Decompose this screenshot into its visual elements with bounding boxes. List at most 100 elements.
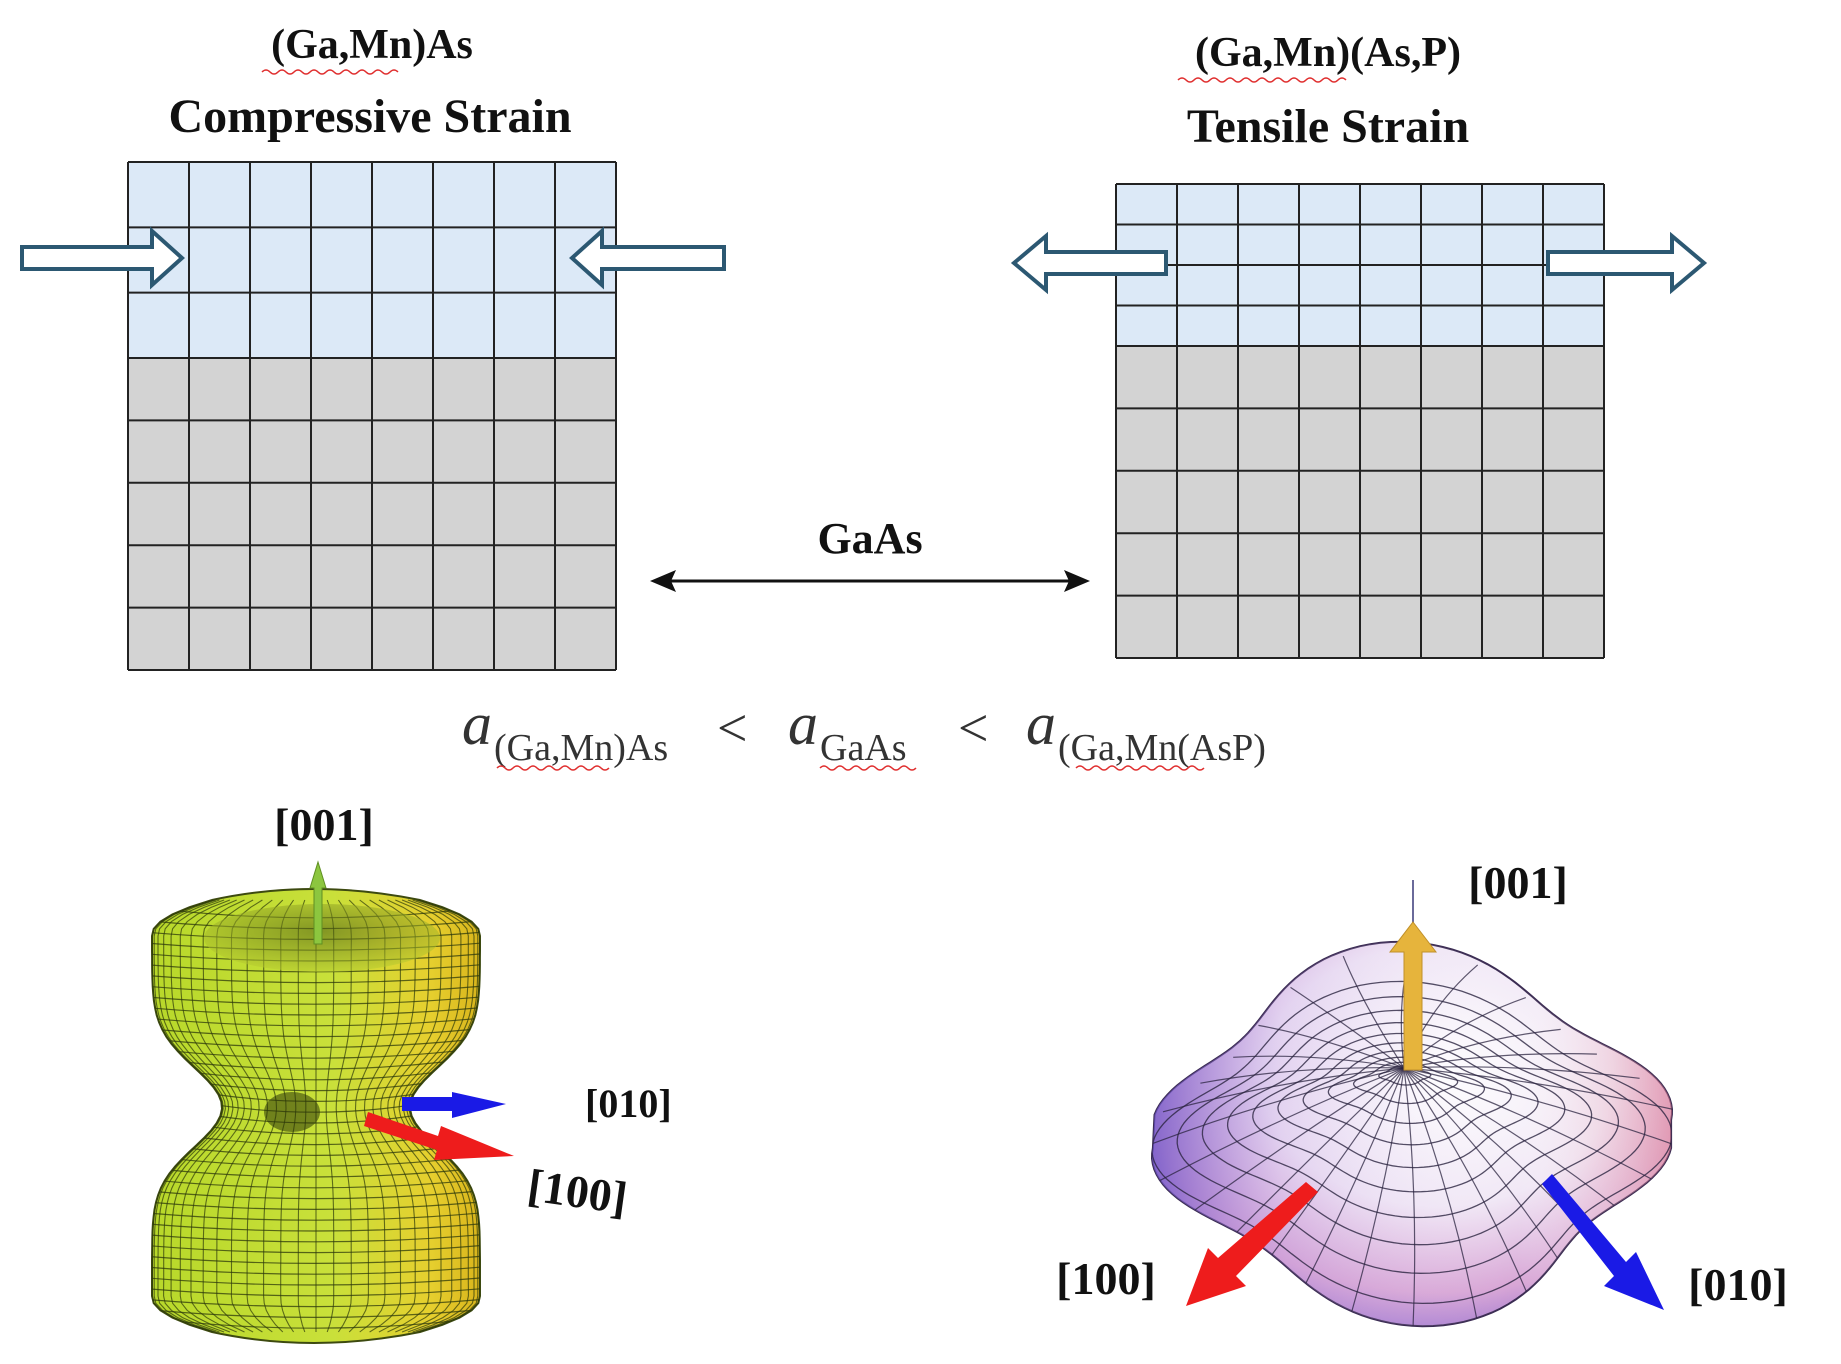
right-mesh-radial: [1403, 1066, 1640, 1079]
right-mesh-radial: [1403, 1067, 1672, 1111]
left-mesh-meridian: [216, 899, 260, 1333]
right-mesh-radial: [1403, 1067, 1662, 1185]
left-mesh-latitude: [152, 975, 480, 984]
right-mesh-radial: [1162, 1067, 1405, 1113]
left-mesh-meridian: [325, 899, 335, 1333]
left-mesh-meridian: [202, 899, 252, 1333]
right-z-axis-arrow: [1388, 921, 1438, 1071]
right-y-axis-label: [010]: [1688, 1259, 1788, 1310]
left-x-axis-arrow: [364, 1112, 514, 1160]
right-material-underline: [1177, 77, 1347, 83]
left-mesh-latitude: [152, 1212, 479, 1221]
relation-term2-sub: GaAs: [820, 727, 907, 769]
right-title: (Ga,Mn)(As,P) Tensile Strain: [1177, 30, 1469, 153]
left-mesh-latitude: [152, 1245, 480, 1254]
left-mesh-latitude: [164, 1039, 464, 1048]
left-y-axis-arrow: [402, 1092, 506, 1118]
left-surface-mesh: [152, 899, 480, 1333]
right-mesh-radial: [1297, 1067, 1405, 1299]
right-mesh-radial: [1403, 1067, 1535, 1309]
right-anisotropy-surface: [1150, 940, 1674, 1328]
right-z-axis-label: [001]: [1468, 857, 1568, 908]
left-mesh-latitude: [152, 1234, 480, 1243]
left-compressive-arrows: [20, 226, 726, 290]
left-mesh-meridian: [190, 899, 245, 1333]
relation-term1-sub: (Ga,Mn)As: [494, 727, 668, 769]
double-arrow-head-left: [650, 570, 676, 592]
left-mesh-meridian: [406, 899, 475, 1333]
left-mesh-meridian: [345, 899, 369, 1333]
right-mesh-radial: [1152, 1067, 1405, 1187]
right-mesh-radial: [1342, 955, 1405, 1069]
right-mesh-radial: [1258, 1024, 1405, 1069]
right-mesh-ring: [1352, 1061, 1459, 1105]
left-mesh-latitude: [195, 1072, 433, 1081]
left-title: (Ga,Mn)As Compressive Strain: [168, 22, 571, 143]
left-mesh-meridian: [387, 899, 442, 1333]
right-mesh-ring: [1176, 995, 1646, 1274]
left-mesh-latitude: [152, 1288, 480, 1297]
left-mesh-meridian: [170, 899, 234, 1333]
relation-op1: <: [717, 698, 747, 758]
right-y-axis-arrow: [1542, 1174, 1664, 1310]
double-arrow-head-right: [1064, 570, 1090, 592]
right-mesh-radial: [1262, 1067, 1405, 1267]
right-mesh-radial: [1403, 1067, 1567, 1271]
right-mesh-radial: [1403, 1053, 1597, 1069]
left-mesh-meridian: [408, 899, 479, 1333]
left-mesh-latitude: [152, 1266, 480, 1275]
left-z-axis-label: [001]: [274, 799, 374, 850]
left-mesh-latitude: [188, 1147, 440, 1156]
left-mesh-meridian: [163, 899, 230, 1333]
right-mesh-radial: [1226, 1067, 1405, 1243]
left-mesh-latitude: [206, 1083, 422, 1092]
left-axis-arrows: [001] [010] [100]: [274, 799, 671, 1224]
relation-op2: <: [958, 698, 988, 758]
compress-arrow-right: [20, 226, 185, 290]
right-mesh-ring: [1226, 1021, 1593, 1219]
right-surface-mesh: [1152, 947, 1672, 1327]
left-mesh-meridian: [402, 899, 469, 1333]
relation-term2-symbol: a: [788, 691, 818, 757]
compress-arrow-left: [569, 226, 726, 290]
gaas-label: GaAs: [817, 514, 922, 563]
right-mesh-radial: [1403, 1067, 1482, 1327]
right-mesh-ring: [1277, 1042, 1539, 1169]
left-material-label: (Ga,Mn)As: [271, 22, 473, 68]
left-mesh-meridian: [354, 899, 386, 1333]
left-strain-label: Compressive Strain: [168, 90, 571, 143]
right-mesh-radial: [1345, 1067, 1405, 1327]
left-mesh-latitude: [152, 996, 479, 1005]
right-mesh-radial: [1184, 1067, 1405, 1219]
right-mesh-ring: [1302, 1050, 1512, 1146]
left-mesh-latitude: [152, 1255, 480, 1264]
left-mesh-latitude: [168, 1169, 460, 1178]
right-mesh-radial: [1403, 1067, 1672, 1149]
right-x-axis-label: [100]: [1056, 1253, 1156, 1304]
left-mesh-latitude: [152, 1223, 480, 1232]
right-mesh-radial: [1200, 1067, 1405, 1084]
left-mesh-latitude: [152, 1277, 480, 1286]
right-lattice-grid: [1115, 183, 1605, 659]
left-z-axis-arrow: [309, 860, 327, 945]
relation-term1-underline: [496, 765, 610, 771]
tensile-arrow-right: [1546, 231, 1708, 295]
left-anisotropy-surface: [151, 888, 481, 1344]
left-mesh-meridian: [380, 899, 430, 1333]
left-mesh-latitude: [152, 985, 480, 994]
tensile-arrow-left: [1010, 231, 1168, 295]
left-mesh-latitude: [160, 1180, 468, 1189]
left-mesh-meridian: [363, 899, 402, 1333]
left-mesh-latitude: [152, 1201, 477, 1210]
right-mesh-radial: [1290, 986, 1405, 1069]
left-mesh-meridian: [409, 899, 480, 1333]
right-material-label: (Ga,Mn)(As,P): [1195, 30, 1461, 76]
relation-term1-symbol: a: [462, 691, 492, 757]
left-y-axis-label: [010]: [585, 1081, 672, 1126]
left-mesh-meridian: [179, 899, 239, 1333]
left-mesh-meridian: [157, 899, 226, 1333]
left-mesh-latitude: [176, 1320, 452, 1329]
relation-term3-sub: (Ga,Mn(AsP): [1058, 727, 1266, 769]
right-mesh-radial: [1403, 1067, 1624, 1214]
